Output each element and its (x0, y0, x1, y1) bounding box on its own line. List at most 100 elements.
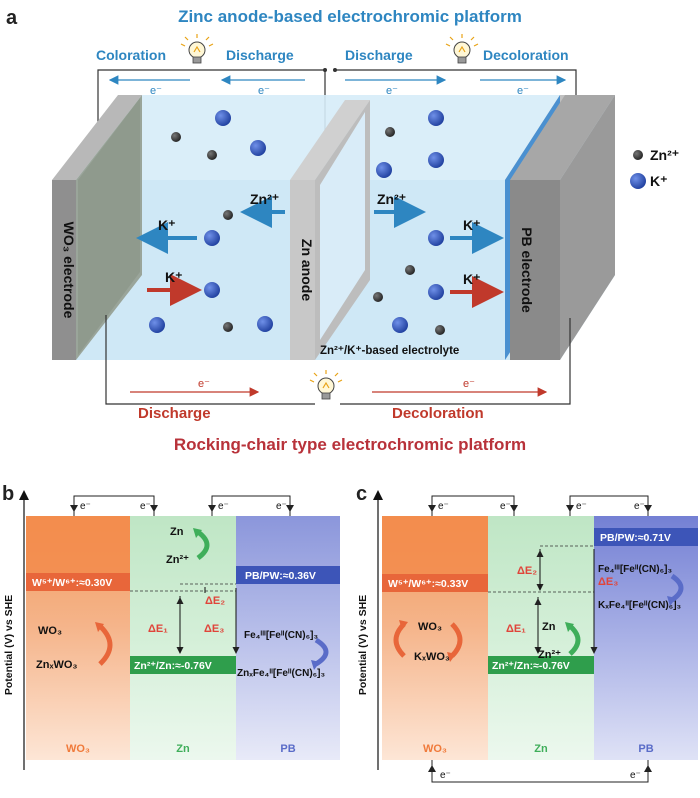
k-ion (257, 316, 273, 332)
panel-c: c Potential (V) vs SHE e⁻ e⁻ e⁻ e⁻ e⁻ e⁻… (356, 483, 698, 783)
c-pb-bottom: KₓFe₄ᴵᴵ[Feᴵᴵ(CN)₆]₃ (598, 600, 682, 611)
electron-label: e⁻ (634, 501, 645, 512)
b-delta-e2: ΔE₂ (205, 595, 225, 607)
k-ion (428, 230, 444, 246)
electron-label: e⁻ (198, 378, 210, 390)
c-wo3-potential-bar (382, 574, 488, 592)
panel-a-label: a (6, 7, 18, 29)
c-delta-e1: ΔE₁ (506, 623, 526, 635)
c-wo3-bottom: KₓWO₃ (414, 651, 450, 663)
zn-ion (207, 150, 217, 160)
b-pb-potential-bar (236, 566, 340, 584)
c-delta-e3: ΔE₃ (598, 576, 618, 588)
b-wo3-potential-bar (26, 573, 130, 591)
discharge-label-bottom: Discharge (138, 405, 211, 422)
pb-electrode-label: PB electrode (519, 227, 535, 313)
title-top: Zinc anode-based electrochromic platform (178, 7, 522, 26)
b-wo3-top: WO₃ (38, 625, 62, 637)
zn-ion-label: Zn²⁺ (377, 191, 406, 207)
b-zn-potential: Zn²⁺/Zn:≈-0.76V (134, 660, 212, 672)
panel-b-label: b (2, 483, 14, 505)
k-ion (428, 284, 444, 300)
b-pb-bottom: ZnₓFe₄ᴵᴵ[Feᴵᴵ(CN)₆]₃ (237, 668, 326, 679)
panel-c-label: c (356, 483, 367, 505)
b-pb-potential: PB/PW:≈0.36V (245, 570, 316, 582)
zn-ion (435, 325, 445, 335)
b-zn-bottom: Zn²⁺ (166, 554, 189, 566)
ions (149, 110, 445, 335)
c-pb-column (594, 516, 698, 760)
k-ion (204, 282, 220, 298)
legend-zn-marker (633, 150, 643, 160)
legend-zn-label: Zn²⁺ (650, 147, 679, 163)
top-circuit (97, 68, 577, 150)
panel-b: b Potential (V) vs SHE e⁻ e⁻ e⁻ e⁻ W⁵⁺/W… (2, 483, 340, 770)
c-wo3-top: WO₃ (418, 621, 442, 633)
b-col-pb: PB (280, 743, 295, 755)
b-delta-e1: ΔE₁ (148, 623, 168, 635)
k-ion (428, 152, 444, 168)
c-zn-top: Zn (542, 621, 556, 633)
electron-label: e⁻ (140, 501, 151, 512)
ion-legend: Zn²⁺ K⁺ (630, 147, 679, 189)
zn-ion-label: Zn²⁺ (250, 191, 279, 207)
zn-ion (373, 292, 383, 302)
zn-ion (223, 210, 233, 220)
c-col-pb: PB (638, 743, 653, 755)
k-ion (376, 162, 392, 178)
k-ion (149, 317, 165, 333)
b-col-wo3: WO₃ (66, 743, 90, 755)
electron-label: e⁻ (463, 378, 475, 390)
c-wo3-potential: W⁵⁺/W⁶⁺:≈0.33V (388, 578, 468, 590)
k-ion (428, 110, 444, 126)
lightbulb-icon (445, 34, 479, 64)
discharge-label-top-right: Discharge (345, 47, 413, 63)
c-ylabel: Potential (V) vs SHE (357, 595, 369, 695)
electron-label: e⁻ (150, 85, 162, 97)
panel-a: a Zinc anode-based electrochromic platfo… (6, 7, 679, 454)
legend-k-label: K⁺ (650, 173, 668, 189)
electron-label: e⁻ (276, 501, 287, 512)
b-zn-cycle-icon (196, 529, 210, 561)
title-bottom: Rocking-chair type electrochromic platfo… (174, 435, 526, 454)
b-col-zn: Zn (176, 743, 190, 755)
k-ion-label: K⁺ (463, 217, 481, 233)
zn-ion (385, 127, 395, 137)
c-zn-bottom: Zn²⁺ (538, 649, 561, 661)
b-pb-top: Fe₄ᴵᴵᴵ[Feᴵᴵ(CN)₆]₃ (244, 630, 318, 641)
c-zn-potential: Zn²⁺/Zn:≈-0.76V (492, 660, 570, 672)
electron-label: e⁻ (576, 501, 587, 512)
b-zn-column (130, 516, 236, 760)
decoloration-label-bottom: Decoloration (392, 405, 484, 422)
c-wo3-cycle-right-icon (450, 622, 463, 658)
electron-label: e⁻ (438, 501, 449, 512)
electrochromic-cell (52, 95, 615, 360)
b-zn-potential-bar (130, 656, 236, 674)
b-wo3-cycle-icon (98, 624, 113, 666)
k-ion-label: K⁺ (158, 217, 176, 233)
coloration-label: Coloration (96, 47, 166, 63)
c-pb-potential-bar (594, 528, 698, 546)
zn-anode-label: Zn anode (299, 239, 315, 301)
c-zn-potential-bar (488, 656, 594, 674)
k-ion-label: K⁺ (463, 271, 481, 287)
k-ion (250, 140, 266, 156)
c-col-wo3: WO₃ (423, 743, 447, 755)
lightbulb-icon (309, 370, 343, 400)
electron-label: e⁻ (258, 85, 270, 97)
electron-label: e⁻ (500, 501, 511, 512)
legend-k-marker (630, 173, 646, 189)
electron-label: e⁻ (80, 501, 91, 512)
c-pb-top: Fe₄ᴵᴵᴵ[Feᴵᴵ(CN)₆]₃ (598, 564, 672, 575)
ion-arrows (136, 196, 504, 308)
k-ion (204, 230, 220, 246)
electron-label: e⁻ (218, 501, 229, 512)
wo3-electrode-label: WO₃ electrode (61, 222, 77, 319)
b-zn-top: Zn (170, 526, 184, 538)
zn-ion (223, 322, 233, 332)
c-pb-potential: PB/PW:≈0.71V (600, 532, 671, 544)
electron-label: e⁻ (517, 85, 529, 97)
bottom-circuit (105, 315, 571, 405)
c-col-zn: Zn (534, 743, 548, 755)
